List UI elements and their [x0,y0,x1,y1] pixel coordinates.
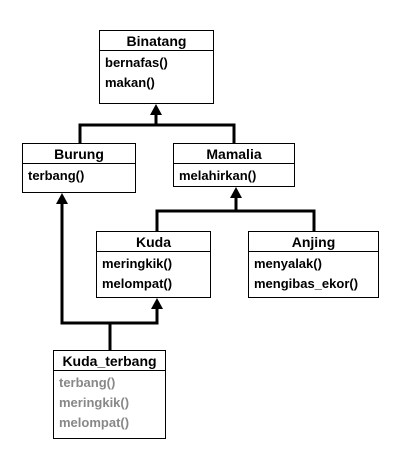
edge-anjing-mamalia [236,209,316,231]
method: menyalak() [254,256,322,271]
method: terbang() [28,168,85,183]
class-binatang: Binatang bernafas() makan() [99,30,214,104]
class-burung-name: Burung [23,144,135,164]
class-mamalia: Mamalia melahirkan() [173,143,295,187]
class-mamalia-methods: melahirkan() [174,164,294,188]
class-kuda-terbang-methods: terbang() meringkik() melompat() [54,371,165,435]
class-binatang-name: Binatang [100,31,213,51]
method: makan() [105,75,155,90]
arrowhead-mamalia-icon [230,187,242,198]
method: mengibas_ekor() [254,276,359,291]
edge-kudaterbang-kuda [110,307,159,325]
method: melahirkan() [179,168,257,183]
class-binatang-methods: bernafas() makan() [100,51,213,95]
class-anjing: Anjing menyalak() mengibas_ekor() [248,231,379,298]
edge-kudaterbang-burung [60,202,112,350]
edge-mamalia-binatang [156,123,236,143]
class-kuda-terbang: Kuda_terbang terbang() meringkik() melom… [53,350,166,439]
inherited-method: terbang() [59,375,116,390]
class-burung-methods: terbang() [23,164,135,188]
inherited-method: melompat() [59,415,130,430]
inherited-method: meringkik() [59,395,130,410]
class-kuda-name: Kuda [97,232,210,252]
edge-burung-binatang [78,113,158,143]
arrowhead-burung-icon [56,193,68,204]
method: bernafas() [105,55,168,70]
arrowhead-binatang-icon [150,104,162,115]
class-kuda-methods: meringkik() melompat() [97,252,210,296]
method: meringkik() [102,256,173,271]
class-burung: Burung terbang() [22,143,136,193]
class-mamalia-name: Mamalia [174,144,294,164]
arrowhead-kuda-icon [151,298,163,309]
class-anjing-name: Anjing [249,232,378,252]
class-kuda: Kuda meringkik() melompat() [96,231,211,298]
class-anjing-methods: menyalak() mengibas_ekor() [249,252,378,296]
edge-kuda-mamalia [155,196,238,231]
class-kuda-terbang-name: Kuda_terbang [54,351,165,371]
method: melompat() [102,276,173,291]
